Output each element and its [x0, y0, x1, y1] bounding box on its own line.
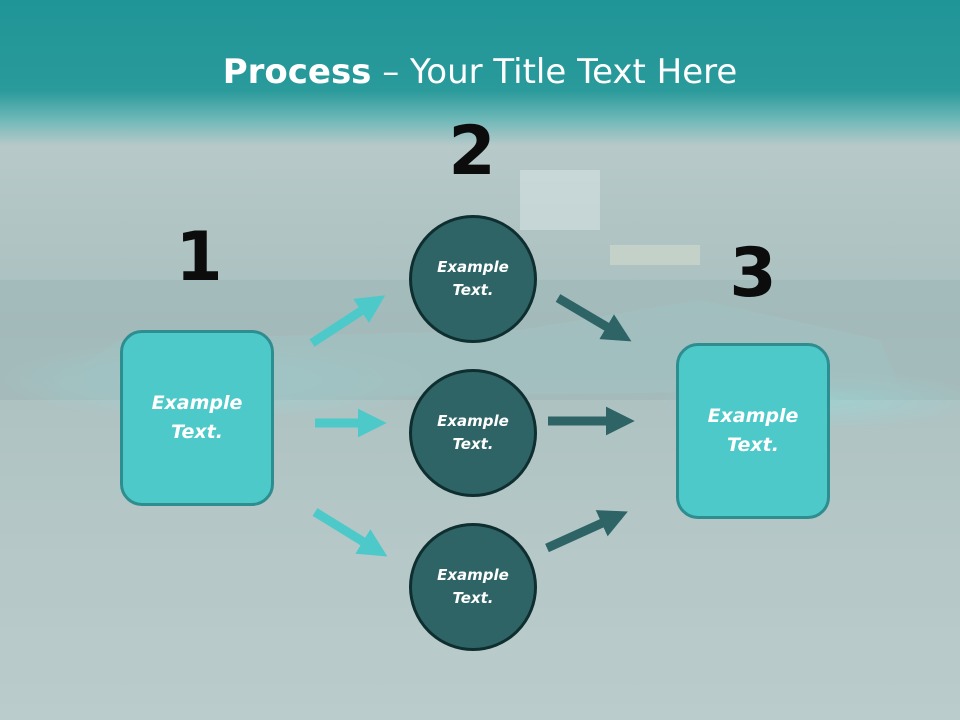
circle-bottom-line1: Example [437, 566, 509, 584]
circle-top-line1: Example [437, 258, 509, 276]
circle-middle-line2: Text. [452, 435, 494, 453]
step-2-circle-top: Example Text. [409, 215, 537, 343]
circle-middle-line1: Example [437, 412, 509, 430]
step-1-text-line1: Example [151, 392, 243, 414]
step-2-circle-middle: Example Text. [409, 369, 537, 497]
slide-title: Process – Your Title Text Here [0, 52, 960, 92]
step-2-circle-bottom: Example Text. [409, 523, 537, 651]
step-1-text-line2: Text. [171, 421, 223, 443]
circle-bottom-line2: Text. [452, 589, 494, 607]
step-3-text-line2: Text. [727, 434, 779, 456]
title-bold: Process [222, 52, 372, 92]
step-number-2: 2 [448, 112, 496, 191]
step-3-box: Example Text. [676, 343, 830, 519]
title-rest: – Your Title Text Here [371, 52, 738, 92]
header-band [0, 0, 960, 146]
circle-top-line2: Text. [452, 281, 494, 299]
step-number-1: 1 [175, 218, 223, 297]
step-number-3: 3 [729, 234, 777, 313]
step-1-box: Example Text. [120, 330, 274, 506]
step-3-text-line1: Example [707, 405, 799, 427]
